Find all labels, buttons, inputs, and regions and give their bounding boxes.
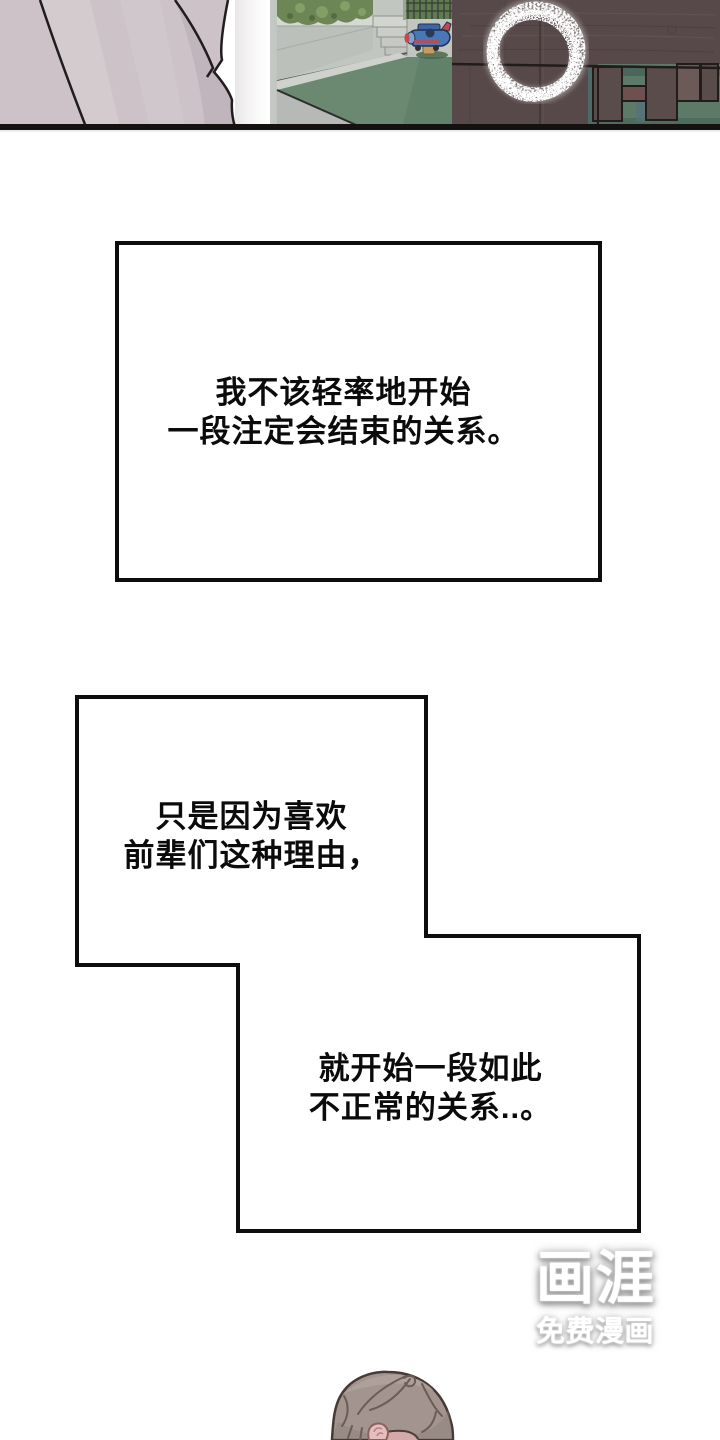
narration-box-1: 我不该轻率地开始 一段注定会结束的关系。 (115, 241, 602, 582)
metal-fence (403, 0, 455, 20)
narration-2-line-1: 只是因为喜欢 (155, 799, 348, 834)
narration-1-line-2: 一段注定会结束的关系。 (167, 413, 520, 449)
foreground-shoulder (0, 0, 237, 128)
narration-3-line-2: 不正常的关系..。 (308, 1090, 553, 1125)
top-panel-scene (0, 0, 720, 132)
narration-box-2-3-outline (75, 695, 641, 1233)
character-hair (330, 1370, 455, 1440)
wooden-planks (588, 63, 720, 128)
watermark: 画涯 免费漫画 (536, 1246, 720, 1348)
toy-airplane (404, 21, 452, 59)
background-gap (235, 0, 277, 128)
stepped-panel-border (75, 695, 641, 1233)
narration-2-line-2: 前辈们这种理由， (123, 838, 380, 873)
soap-bubble (484, 0, 588, 103)
watermark-logo: 画涯 (536, 1246, 657, 1311)
bottom-panel-character-head (330, 1370, 455, 1440)
narration-box-2: 只是因为喜欢 前辈们这种理由， (77, 697, 426, 965)
playground (270, 0, 462, 129)
hedge (277, 0, 373, 25)
character-ear (367, 1422, 390, 1440)
panel-border (0, 124, 720, 130)
watermark-tagline: 免费漫画 (536, 1316, 655, 1348)
narration-3-line-1: 就开始一段如此 (318, 1051, 543, 1086)
narration-1-line-1: 我不该轻率地开始 (215, 374, 472, 410)
panel-border-glow (0, 130, 720, 132)
narration-box-3: 就开始一段如此 不正常的关系..。 (238, 936, 639, 1231)
